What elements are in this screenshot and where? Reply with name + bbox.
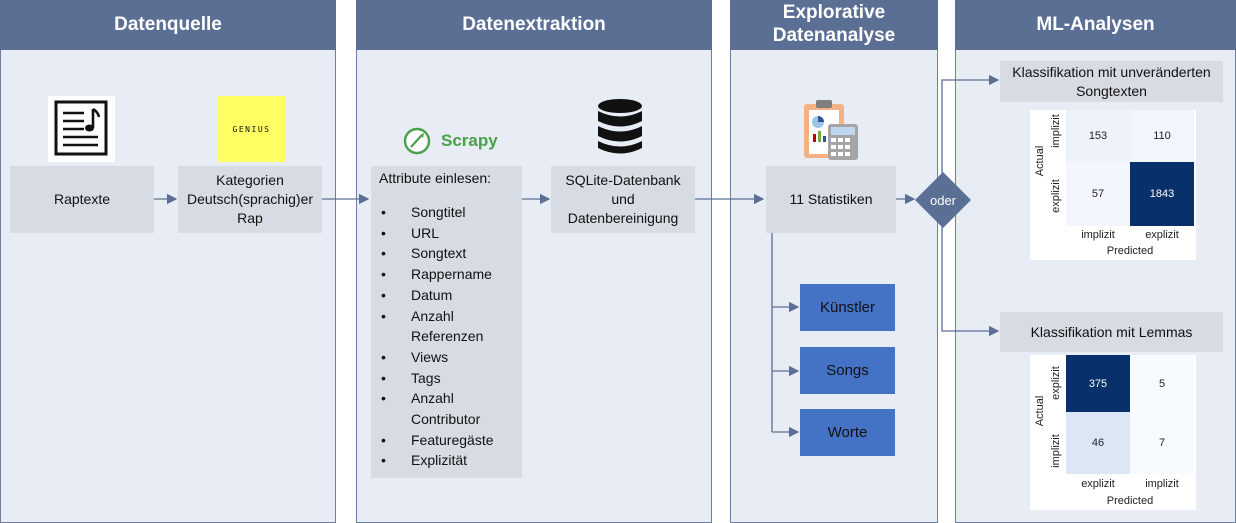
attribute-list: Songtitel URL Songtext Rappername Datum … <box>379 202 514 471</box>
attribute-item: URL <box>379 223 514 244</box>
header-datenextraktion: Datenextraktion <box>356 0 712 50</box>
kuenstler-box: Künstler <box>800 284 895 331</box>
attribute-item: Views <box>379 347 514 368</box>
scrapy-spatula-icon <box>403 127 431 155</box>
genius-logo-text: GENIUS <box>232 124 271 134</box>
scrapy-logo: Scrapy <box>403 126 503 156</box>
clipboard-calculator-icon <box>800 98 862 162</box>
header-ml: ML-Analysen <box>955 0 1236 50</box>
attribute-item: Rappername <box>379 264 514 285</box>
attribute-item: Songtitel <box>379 202 514 223</box>
cm2-col-label-1: implizit <box>1145 478 1179 490</box>
cm1-predicted-label: Predicted <box>1106 245 1154 257</box>
header-explorative: Explorative Datenanalyse <box>730 0 938 50</box>
cm1-col-label-1: explizit <box>1145 229 1179 241</box>
cm2-cell: 5 <box>1130 355 1194 412</box>
cm2-cell: 46 <box>1066 412 1130 474</box>
attribute-item: Tags <box>379 368 514 389</box>
cm1-row-label-1: explizit <box>1050 179 1062 213</box>
attribute-item: Anzahl Referenzen <box>379 306 514 347</box>
cm2-cell: 7 <box>1130 412 1194 474</box>
header-datenquelle: Datenquelle <box>0 0 336 50</box>
attribute-item: Anzahl Contributor <box>379 388 514 429</box>
sqlite-box: SQLite-Datenbank und Datenbereinigung <box>551 166 695 233</box>
cm2-cell: 375 <box>1066 355 1130 412</box>
oder-label: oder <box>929 192 957 208</box>
cm1-row-label-0: implizit <box>1050 114 1062 148</box>
cm2-col-label-0: explizit <box>1081 478 1115 490</box>
confusion-matrix-1: Actual implizit explizit 153 110 57 1843… <box>1030 110 1196 260</box>
statistiken-box: 11 Statistiken <box>766 166 896 233</box>
scrapy-logo-text: Scrapy <box>441 131 498 150</box>
confusion-matrix-2: Actual explizit implizit 375 5 46 7 expl… <box>1030 355 1196 510</box>
column-datenquelle <box>0 0 336 523</box>
raptexte-box: Raptexte <box>10 166 154 233</box>
cm2-row-label-1: implizit <box>1050 434 1062 468</box>
attribute-title: Attribute einlesen: <box>379 170 492 186</box>
lyrics-sheet-icon <box>48 96 115 162</box>
cm2-actual-label: Actual <box>1034 395 1046 427</box>
cm1-actual-label: Actual <box>1034 145 1046 177</box>
attribute-box: Attribute einlesen: Songtitel URL Songte… <box>371 166 522 478</box>
cm1-cell: 110 <box>1130 110 1194 162</box>
attribute-item: Datum <box>379 285 514 306</box>
cm1-cell: 1843 <box>1130 162 1194 226</box>
attribute-item: Songtext <box>379 243 514 264</box>
attribute-item: Featuregäste <box>379 430 514 451</box>
database-icon <box>594 98 646 156</box>
oder-diamond: oder <box>915 172 971 228</box>
cm2-row-label-0: explizit <box>1050 366 1062 400</box>
attribute-item: Explizität <box>379 450 514 471</box>
cm1-cell: 57 <box>1066 162 1130 226</box>
worte-box: Worte <box>800 409 895 456</box>
cm1-cell: 153 <box>1066 110 1130 162</box>
songs-box: Songs <box>800 347 895 394</box>
klassifikation-unveraendert-box: Klassifikation mit unveränderten Songtex… <box>1000 61 1223 102</box>
cm1-col-label-0: implizit <box>1081 229 1115 241</box>
cm2-predicted-label: Predicted <box>1106 495 1154 507</box>
genius-logo: GENIUS <box>218 96 285 162</box>
klassifikation-lemmas-box: Klassifikation mit Lemmas <box>1000 312 1223 352</box>
kategorien-box: Kategorien Deutsch(sprachig)er Rap <box>178 166 322 233</box>
